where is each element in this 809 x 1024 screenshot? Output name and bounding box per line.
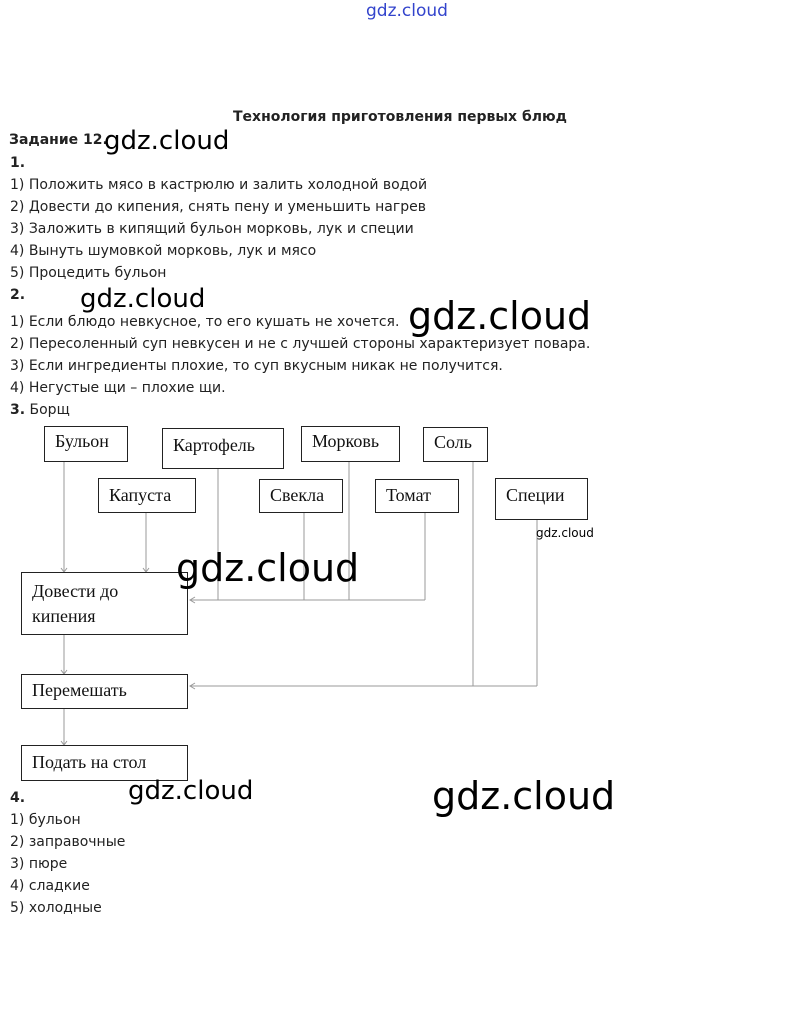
list-item: 4) Негустые щи – плохие щи. [10, 380, 226, 396]
watermark: gdz.cloud [408, 294, 592, 338]
section3-answer: Борщ [29, 402, 70, 418]
list-item: 5) холодные [10, 900, 102, 916]
step-box: Довести до кипения [21, 572, 188, 635]
list-item: 2) Довести до кипения, снять пену и умен… [10, 199, 426, 215]
watermark-top[interactable]: gdz.cloud [366, 1, 448, 21]
list-item: 4) Вынуть шумовкой морковь, лук и мясо [10, 243, 317, 259]
list-item: 1) бульон [10, 812, 81, 828]
list-item: 1) Положить мясо в кастрюлю и залить хол… [10, 177, 428, 193]
list-item: 1) Если блюдо невкусное, то его кушать н… [10, 314, 400, 330]
list-item: 2) заправочные [10, 834, 126, 850]
ingredient-box: Соль [423, 427, 488, 462]
ingredient-box: Картофель [162, 428, 284, 469]
list-item: 3) пюре [10, 856, 68, 872]
watermark: gdz.cloud [80, 284, 206, 314]
ingredient-box: Морковь [301, 426, 400, 462]
watermark: gdz.cloud [536, 526, 594, 540]
watermark: gdz.cloud [432, 774, 616, 818]
watermark: gdz.cloud [176, 546, 360, 590]
section1-label: 1. [10, 155, 26, 171]
ingredient-box: Специи [495, 478, 588, 520]
list-item: 3) Заложить в кипящий бульон морковь, лу… [10, 221, 414, 237]
section4-label: 4. [10, 790, 26, 806]
section3: 3. Борщ [10, 399, 70, 421]
ingredient-box: Бульон [44, 426, 128, 462]
section3-label: 3. [10, 402, 26, 418]
ingredient-box: Свекла [259, 479, 343, 513]
list-item: 3) Если ингредиенты плохие, то суп вкусн… [10, 358, 503, 374]
page-title: Технология приготовления первых блюд [233, 109, 567, 125]
ingredient-box: Томат [375, 479, 459, 513]
list-item: 5) Процедить бульон [10, 265, 167, 281]
task-label: Задание 12. [9, 132, 108, 148]
watermark: gdz.cloud [128, 776, 254, 806]
ingredient-box: Капуста [98, 478, 196, 513]
watermark: gdz.cloud [104, 126, 230, 156]
list-item: 4) сладкие [10, 878, 90, 894]
step-box: Подать на стол [21, 745, 188, 781]
list-item: 2) Пересоленный суп невкусен и не с лучш… [10, 336, 591, 352]
step-box: Перемешать [21, 674, 188, 709]
section2-label: 2. [10, 287, 26, 303]
